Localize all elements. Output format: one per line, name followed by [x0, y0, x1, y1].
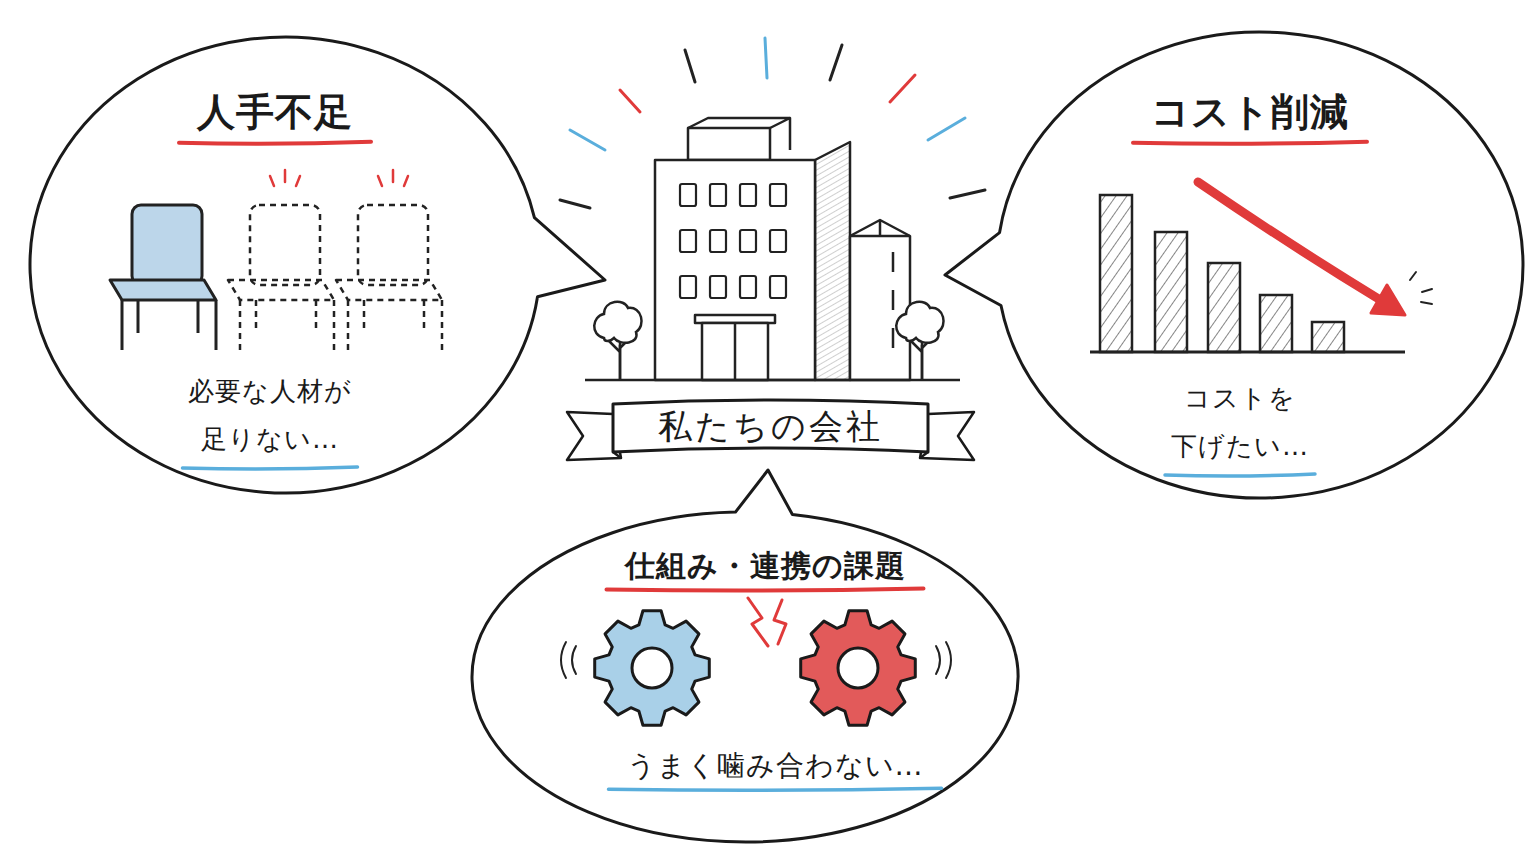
underline	[1165, 474, 1315, 476]
underline	[607, 589, 924, 591]
bubble-title: 仕組み・連携の課題	[625, 546, 906, 585]
underline	[183, 467, 358, 469]
bubble-title: 人手不足	[197, 88, 353, 137]
gear-hole	[838, 648, 878, 688]
gear	[595, 611, 710, 726]
underline	[1133, 142, 1367, 144]
gear	[801, 611, 916, 726]
vibration-marks	[561, 642, 951, 678]
speech-bubble: 仕組み・連携の課題うまく噛み合わない…	[470, 510, 1020, 845]
ribbon-banner: 私たちの会社	[613, 400, 928, 452]
underline	[179, 142, 371, 144]
bubble-text: うまく噛み合わない…	[627, 748, 924, 784]
company-label: 私たちの会社	[658, 404, 883, 448]
trees	[594, 302, 943, 380]
speech-bubble: 人手不足必要な人材が 足りない…	[30, 35, 540, 495]
speech-bubble: コスト削減コストを 下げたい…	[995, 30, 1525, 500]
bubble-text: コストを 下げたい…	[1165, 374, 1315, 470]
bubble-text: 必要な人材が 足りない…	[183, 367, 358, 463]
spark	[748, 598, 786, 646]
down-arrow	[1198, 182, 1432, 315]
bubble-title: コスト削減	[1151, 88, 1349, 137]
chairs	[110, 170, 442, 350]
underline	[609, 788, 942, 790]
gear-hole	[632, 648, 672, 688]
building	[585, 118, 960, 380]
